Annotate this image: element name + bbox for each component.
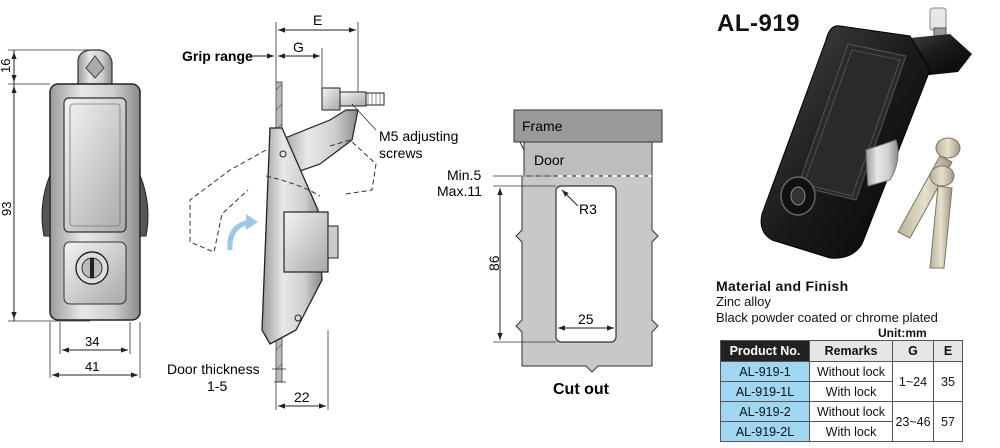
remarks-cell: Without lock xyxy=(809,361,893,382)
product-cell: AL-919-2 xyxy=(720,401,810,422)
unit-label: Unit:mm xyxy=(878,326,927,340)
remarks-cell: With lock xyxy=(809,381,893,402)
cutout-caption: Cut out xyxy=(553,381,610,398)
material-line-2: Black powder coated or chrome plated xyxy=(716,310,938,325)
min-label: Min.5 xyxy=(447,167,481,183)
remarks-cell: With lock xyxy=(809,421,893,442)
g-cell: 23~46 xyxy=(892,401,934,442)
header-product-no: Product No. xyxy=(720,340,810,362)
remarks-cell: Without lock xyxy=(809,401,893,422)
product-title: AL-919 xyxy=(717,10,801,37)
header-g: G xyxy=(892,340,934,362)
screws-label-1: M5 adjusting xyxy=(379,128,458,144)
header-e: E xyxy=(933,340,963,362)
table-row: AL-919-1L With lock xyxy=(720,381,963,402)
door-thickness-value: 1-5 xyxy=(207,378,227,394)
grip-range-label: Grip range xyxy=(182,48,253,64)
header-remarks: Remarks xyxy=(809,340,893,362)
screws-label-2: screws xyxy=(379,145,423,161)
side-view: Grip range E G M5 adjusting screws Door … xyxy=(167,12,458,410)
dim-g: G xyxy=(293,39,304,55)
material-heading: Material and Finish xyxy=(716,278,849,294)
material-section: Material and Finish Zinc alloy Black pow… xyxy=(716,278,938,326)
g-cell: 1~24 xyxy=(892,361,934,402)
table-row: AL-919-2L With lock xyxy=(720,421,963,442)
door-thickness-label: Door thickness xyxy=(167,361,260,377)
dim-22: 22 xyxy=(294,389,310,405)
height-dim: 86 xyxy=(486,255,502,271)
dim-34: 34 xyxy=(85,334,99,349)
width-dim: 25 xyxy=(578,311,594,327)
door-label: Door xyxy=(534,152,565,168)
material-line-1: Zinc alloy xyxy=(716,294,771,309)
frame-label: Frame xyxy=(522,118,563,134)
max-label: Max.11 xyxy=(437,183,482,199)
product-photo xyxy=(760,7,972,269)
product-cell: AL-919-2L xyxy=(720,421,810,442)
product-cell: AL-919-1 xyxy=(720,361,810,382)
spec-table: Product No. Remarks G E AL-919-1 Without… xyxy=(720,340,963,442)
product-cell: AL-919-1L xyxy=(720,381,810,402)
e-cell: 57 xyxy=(933,401,963,442)
dim-41: 41 xyxy=(85,359,99,374)
cutout-view: Frame Door Min.5 Max.11 R3 86 25 Cut out xyxy=(437,109,663,398)
table-row: AL-919-2 Without lock 23~46 57 xyxy=(720,401,963,442)
radius-label: R3 xyxy=(579,201,597,217)
table-row: AL-919-1 Without lock 1~24 35 xyxy=(720,361,963,402)
dim-16: 16 xyxy=(0,59,13,73)
front-view: 16 93 34 41 xyxy=(0,49,149,378)
dim-e: E xyxy=(313,12,322,28)
table-header-row: Product No. Remarks G E xyxy=(720,340,963,362)
dim-93: 93 xyxy=(0,202,14,216)
e-cell: 35 xyxy=(933,361,963,402)
